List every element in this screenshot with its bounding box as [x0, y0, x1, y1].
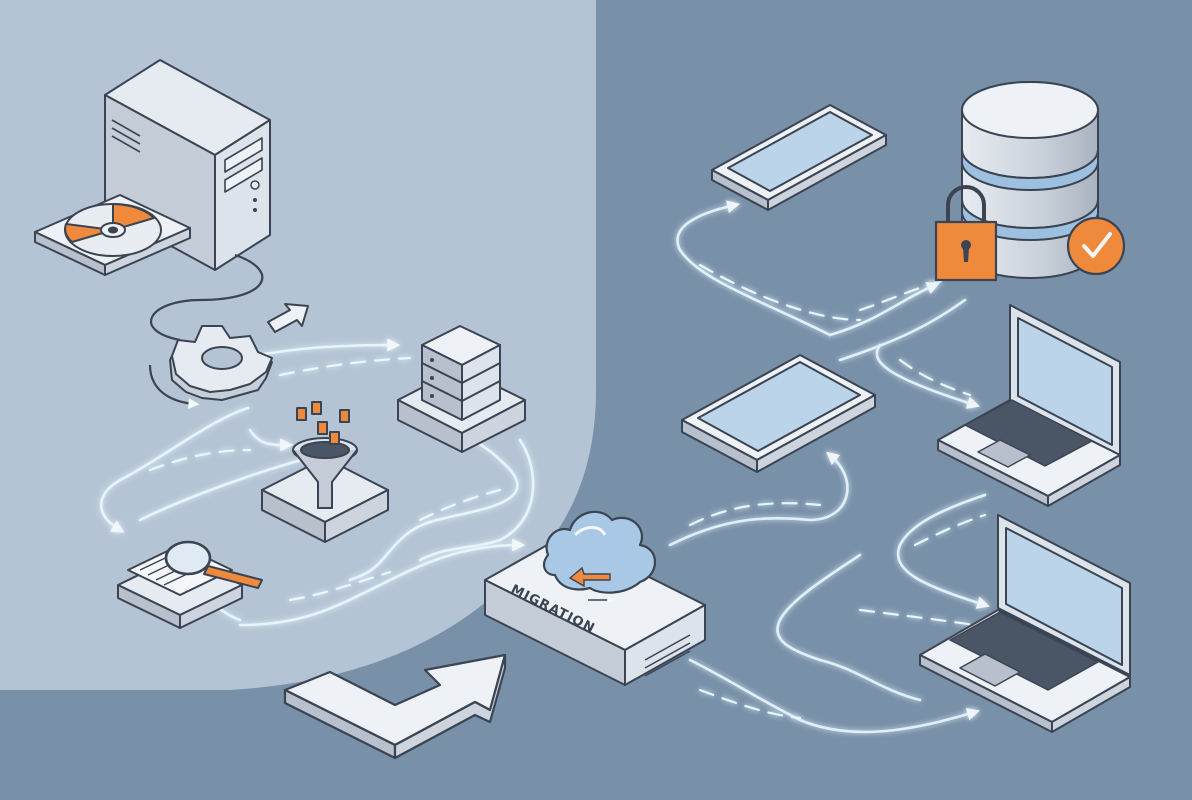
magnifier-document-icon — [117, 540, 263, 629]
sync-arrows-icon — [568, 566, 616, 604]
rotate-arrow — [148, 364, 200, 409]
small-arrow — [267, 303, 309, 333]
migration-hub — [484, 534, 706, 686]
connection-lines-right — [668, 200, 990, 734]
funnel-icon — [261, 401, 389, 543]
padlock-icon — [934, 185, 998, 282]
laptop-icon — [937, 304, 1121, 507]
tablet-icon — [681, 354, 876, 473]
tower-server-with-cd-icon — [34, 59, 271, 276]
connection-dashes-right — [688, 263, 987, 720]
laptop-icon — [919, 514, 1131, 733]
cloud-icon — [542, 510, 656, 594]
connection-dashes-left — [148, 356, 502, 602]
gear-icon — [169, 325, 273, 401]
tablet-icon — [711, 104, 887, 211]
check-badge-icon — [1066, 216, 1126, 276]
server-rack-icon — [397, 325, 526, 453]
big-arrow-icon — [283, 653, 507, 760]
connection-lines-left — [100, 338, 535, 627]
cable — [149, 253, 264, 342]
